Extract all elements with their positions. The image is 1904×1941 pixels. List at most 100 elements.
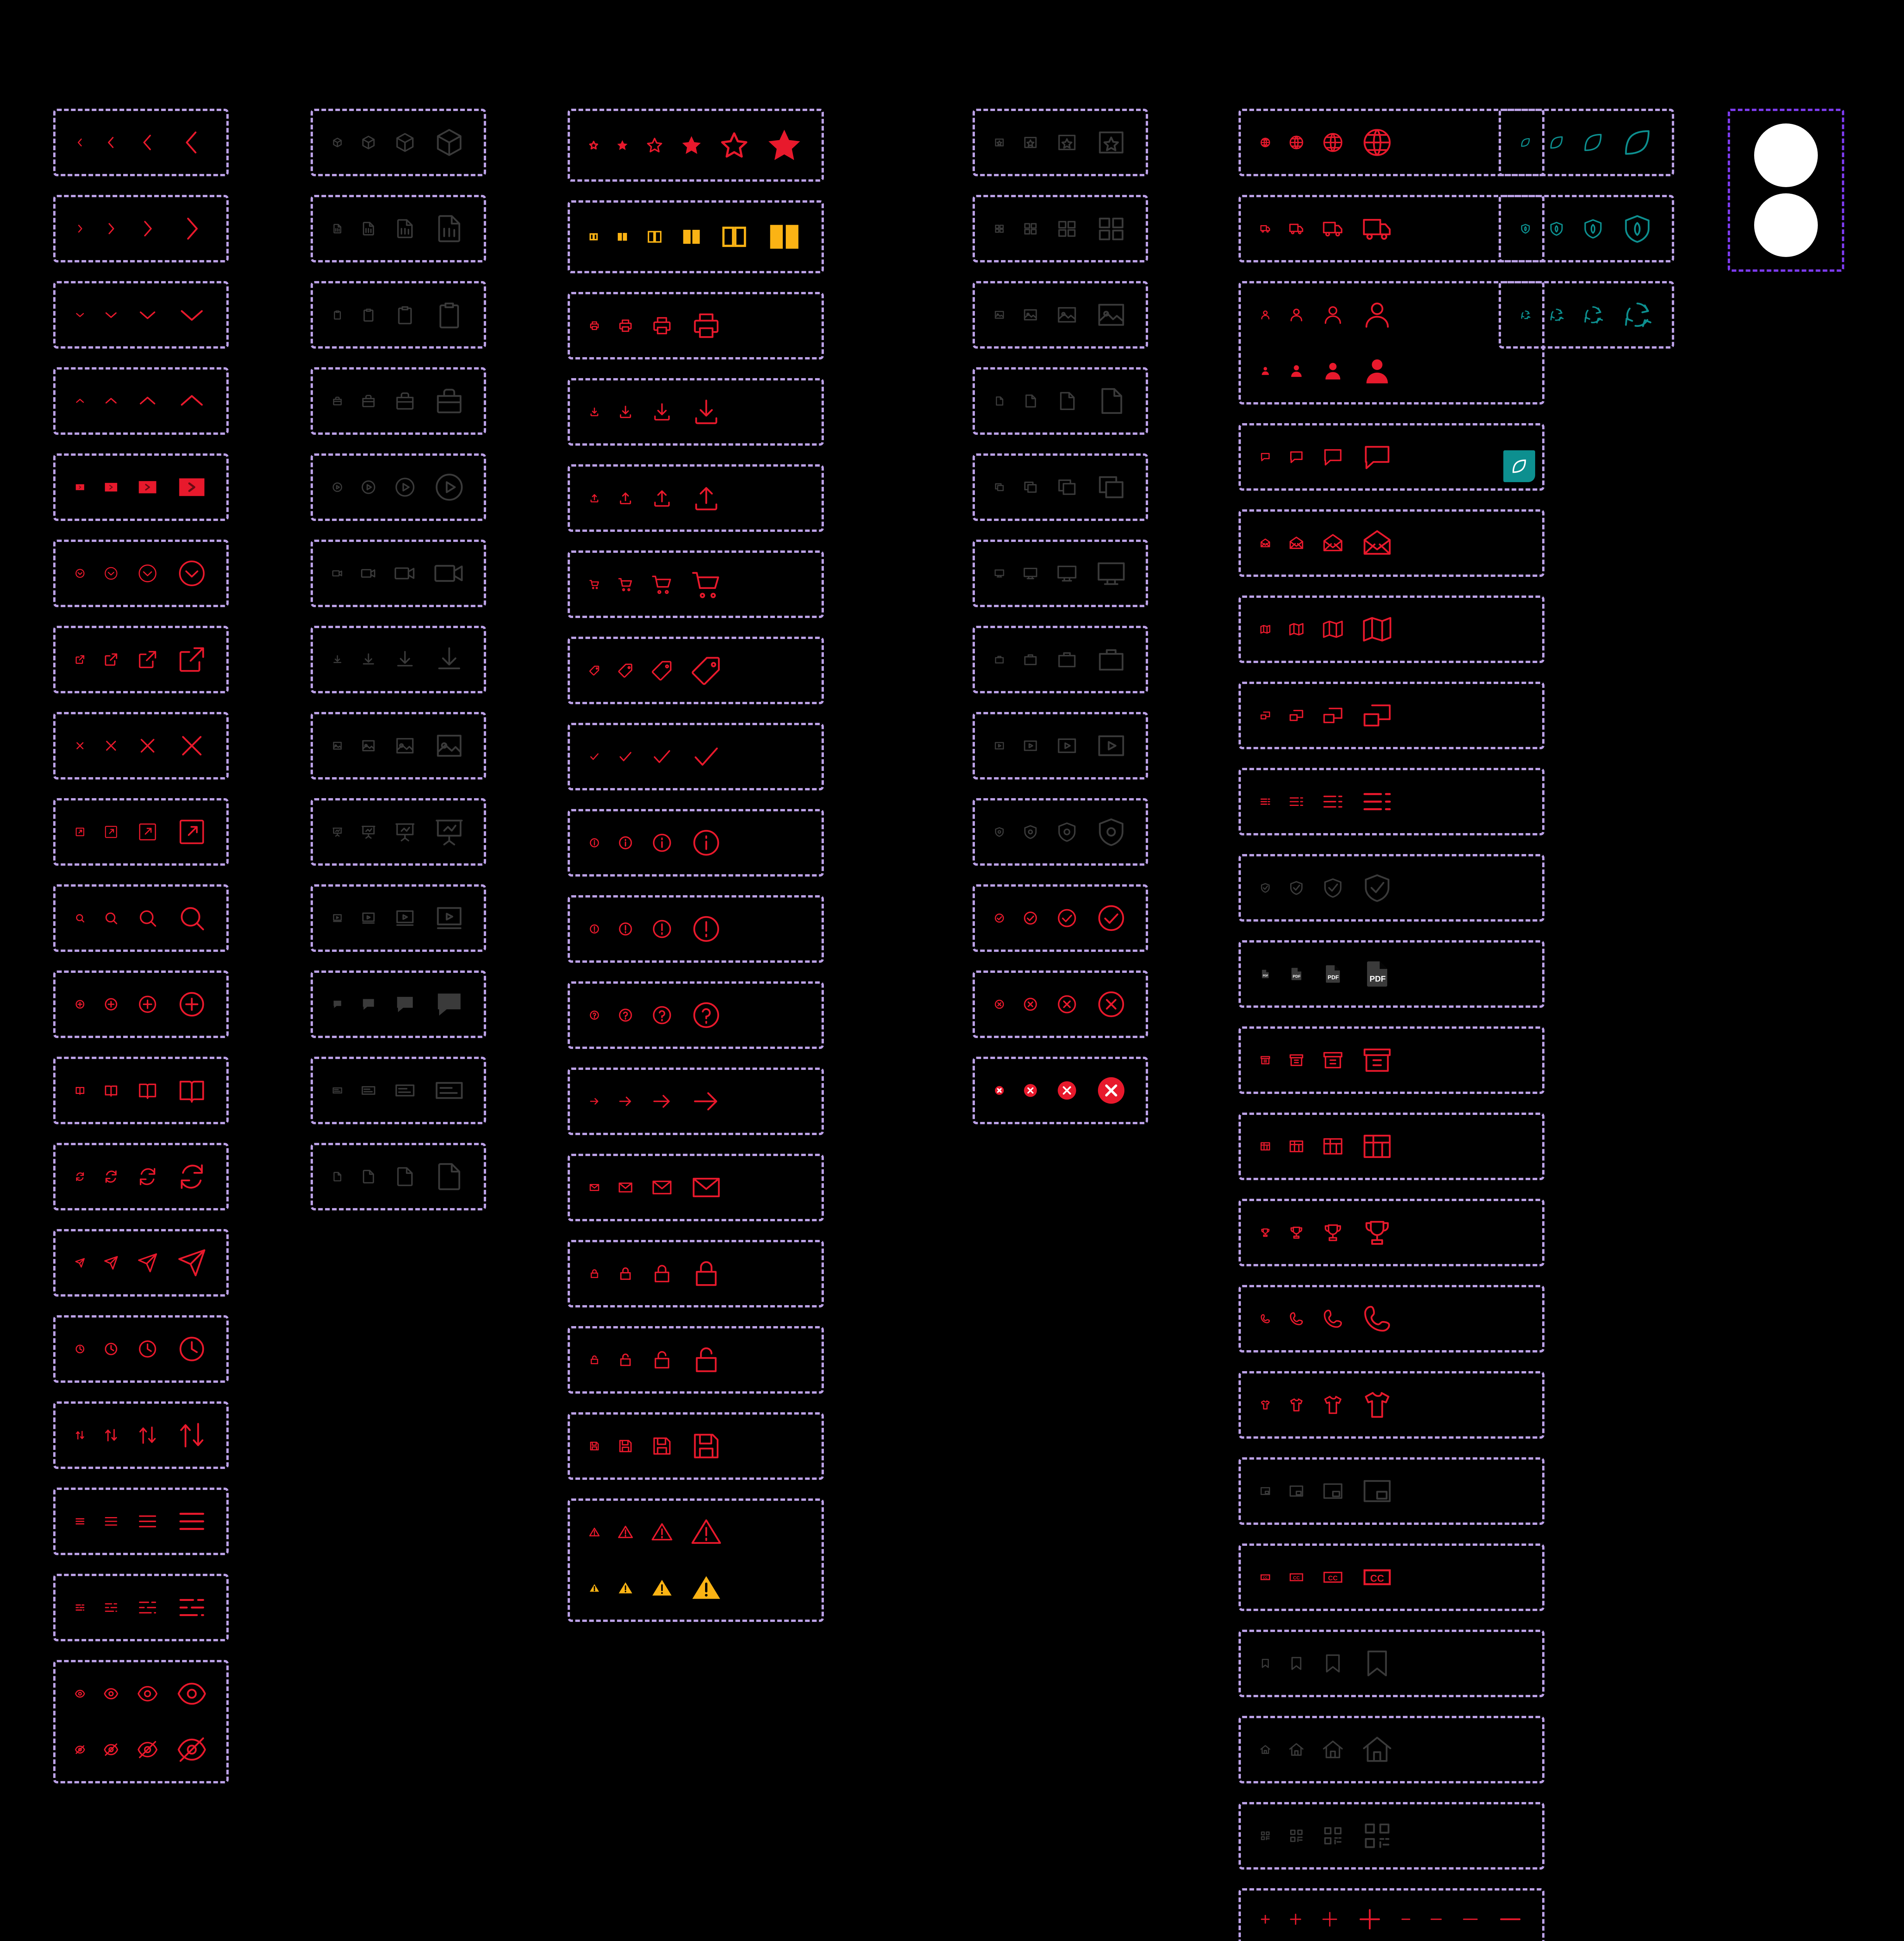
icon-cell-briefcase-lock[interactable] [311, 367, 486, 435]
icon-cell-drawer-archive[interactable] [1239, 1026, 1544, 1094]
icon-size-row [1511, 120, 1662, 165]
icon-cell-sort-arrows[interactable] [53, 1401, 229, 1469]
icon-cell-globe[interactable] [1239, 109, 1544, 176]
icon-cell-closed-caption[interactable]: CC CC CC CC [1239, 1543, 1544, 1611]
icon-cell-leaf[interactable] [1499, 109, 1674, 176]
icon-cell-open-envelope[interactable] [1239, 509, 1544, 577]
icon-cell-envelope-mail[interactable] [568, 1154, 824, 1221]
icon-cell-search[interactable] [53, 884, 229, 952]
icon-cell-chevron-right-filled-square[interactable] [53, 453, 229, 521]
icon-cell-info-circle[interactable] [568, 809, 824, 877]
icon-cell-eye[interactable] [53, 1660, 229, 1783]
icon-cell-home-house[interactable] [1239, 1716, 1544, 1783]
chevron-right-filled-square-icon [94, 472, 128, 502]
icon-cell-arrow-right[interactable] [568, 1068, 824, 1135]
icon-cell-download-tray[interactable] [568, 378, 824, 446]
icon-cell-box-3d[interactable] [311, 109, 486, 176]
icon-cell-sliders[interactable] [53, 1574, 229, 1641]
icon-cell-columns-bars[interactable] [568, 200, 824, 273]
icon-cell-clock[interactable] [53, 1315, 229, 1383]
icon-cell-play-gear[interactable] [311, 453, 486, 521]
icon-cell-save-disk[interactable] [568, 1412, 824, 1480]
envelope-mail-icon [642, 1169, 682, 1206]
icon-cell-clipboard[interactable] [311, 281, 486, 349]
columns-bars-icon [580, 225, 607, 249]
icon-cell-close-x[interactable] [53, 712, 229, 780]
icon-cell-qr-code[interactable] [1239, 1802, 1544, 1870]
icon-cell-file-pdf[interactable]: PDF PDF PDF PDF [1239, 940, 1544, 1008]
icon-cell-chevron-right[interactable] [53, 195, 229, 262]
icon-cell-podium-trophy[interactable] [1239, 1199, 1544, 1266]
icon-cell-kanban-board[interactable] [1239, 1113, 1544, 1180]
icon-cell-download-arrow[interactable] [311, 626, 486, 693]
icon-cell-send[interactable] [53, 1229, 229, 1297]
icon-cell-image-frame[interactable] [973, 281, 1148, 349]
icon-cell-list-lines[interactable] [53, 1488, 229, 1555]
icon-cell-phone-call[interactable] [1239, 1285, 1544, 1352]
icon-cell-check[interactable] [568, 723, 824, 790]
icon-cell-x-circle[interactable] [973, 970, 1148, 1038]
icon-cell-windows-stack[interactable] [1239, 682, 1544, 749]
icon-cell-video-play-frame[interactable] [973, 712, 1148, 780]
icon-cell-book-open[interactable] [53, 1057, 229, 1124]
icon-cell-printer[interactable] [568, 292, 824, 359]
icon-cell-expand-arrows[interactable] [53, 798, 229, 866]
icon-cell-shield-leaf[interactable] [1499, 195, 1674, 262]
icon-cell-video-camera[interactable] [311, 540, 486, 607]
icon-cell-check-circle[interactable] [973, 884, 1148, 952]
icon-cell-presentation[interactable] [311, 798, 486, 866]
icon-cell-badge-check-slash[interactable] [1239, 854, 1544, 922]
star-icon [580, 133, 607, 157]
icon-cell-map-fold[interactable] [1239, 595, 1544, 663]
icon-cell-image-picture[interactable] [311, 712, 486, 780]
icon-cell-question-circle[interactable] [568, 981, 824, 1049]
icon-cell-briefcase[interactable] [973, 626, 1148, 693]
chevron-right-filled-square-icon [167, 464, 216, 510]
icon-cell-upload-tray[interactable] [568, 464, 824, 532]
icon-cell-star[interactable] [568, 109, 824, 182]
leaf-icon [1511, 130, 1540, 155]
icon-cell-zoom-in[interactable] [53, 970, 229, 1038]
icon-cell-x-circle-filled[interactable] [973, 1057, 1148, 1124]
icon-cell-tshirt-apparel[interactable] [1239, 1371, 1544, 1439]
icon-size-row [323, 1154, 474, 1200]
icon-cell-warning-triangle[interactable] [568, 1498, 824, 1622]
icon-cell-refresh-cycle[interactable] [53, 1143, 229, 1210]
icon-cell-chevron-down-circle[interactable] [53, 540, 229, 607]
icon-cell-copy-duplicate[interactable] [973, 453, 1148, 521]
icon-cell-plus-minus[interactable] [1239, 1888, 1544, 1941]
icon-cell-speech-bubble-solid[interactable] [311, 970, 486, 1038]
icon-cell-image-star[interactable] [973, 109, 1148, 176]
icon-cell-exclamation-circle[interactable] [568, 895, 824, 963]
icon-cell-lock-closed[interactable] [568, 1240, 824, 1307]
icon-cell-document-page[interactable] [311, 1143, 486, 1210]
send-icon [167, 1240, 216, 1286]
file-text-icon [352, 214, 385, 244]
icon-cell-chat-bubble[interactable] [1239, 423, 1544, 491]
icon-cell-recycle-arrows[interactable] [1499, 281, 1674, 349]
icon-cell-list-bullets[interactable] [1239, 768, 1544, 835]
icon-cell-shopping-cart[interactable] [568, 550, 824, 618]
icon-cell-picture-in-picture[interactable] [1239, 1457, 1544, 1525]
icon-cell-chevron-left[interactable] [53, 109, 229, 176]
clock-icon [167, 1326, 216, 1372]
icon-cell-tag[interactable] [568, 637, 824, 704]
icon-cell-user-person[interactable] [1239, 281, 1544, 405]
icon-cell-chevron-down[interactable] [53, 281, 229, 349]
icon-column-3 [568, 109, 824, 1641]
icon-cell-external-link[interactable] [53, 626, 229, 693]
icon-cell-file-text[interactable] [311, 195, 486, 262]
icon-cell-grid-layout[interactable] [973, 195, 1148, 262]
icon-cell-shield-gear[interactable] [973, 798, 1148, 866]
icon-cell-lock-open[interactable] [568, 1326, 824, 1394]
icon-cell-bookmark[interactable] [1239, 1630, 1544, 1697]
image-frame-icon [985, 302, 1014, 328]
icon-cell-card-lines[interactable] [311, 1057, 486, 1124]
icon-cell-chevron-up[interactable] [53, 367, 229, 435]
icon-cell-page-corner[interactable] [973, 367, 1148, 435]
clipboard-icon [425, 292, 474, 338]
icon-cell-monitor-screen[interactable] [973, 540, 1148, 607]
icon-cell-slideshow[interactable] [311, 884, 486, 952]
star-icon [607, 132, 638, 159]
icon-cell-delivery-truck[interactable] [1239, 195, 1544, 262]
